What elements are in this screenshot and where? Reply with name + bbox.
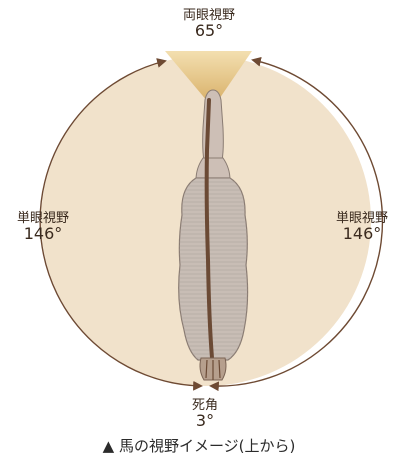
right-monocular-label: 単眼視野 146° xyxy=(327,212,397,242)
binocular-field-label: 両眼視野 65° xyxy=(159,9,259,39)
horse-neck xyxy=(196,158,230,180)
blind-spot-value: 3° xyxy=(170,413,240,430)
right-monocular-value: 146° xyxy=(327,226,397,243)
left-monocular-value: 146° xyxy=(4,226,82,243)
blind-spot-label: 死角 3° xyxy=(170,399,240,429)
left-monocular-label: 単眼視野 146° xyxy=(4,212,82,242)
figure-caption: ▲ 馬の視野イメージ(上から) xyxy=(0,435,398,456)
binocular-field-value: 65° xyxy=(159,23,259,40)
